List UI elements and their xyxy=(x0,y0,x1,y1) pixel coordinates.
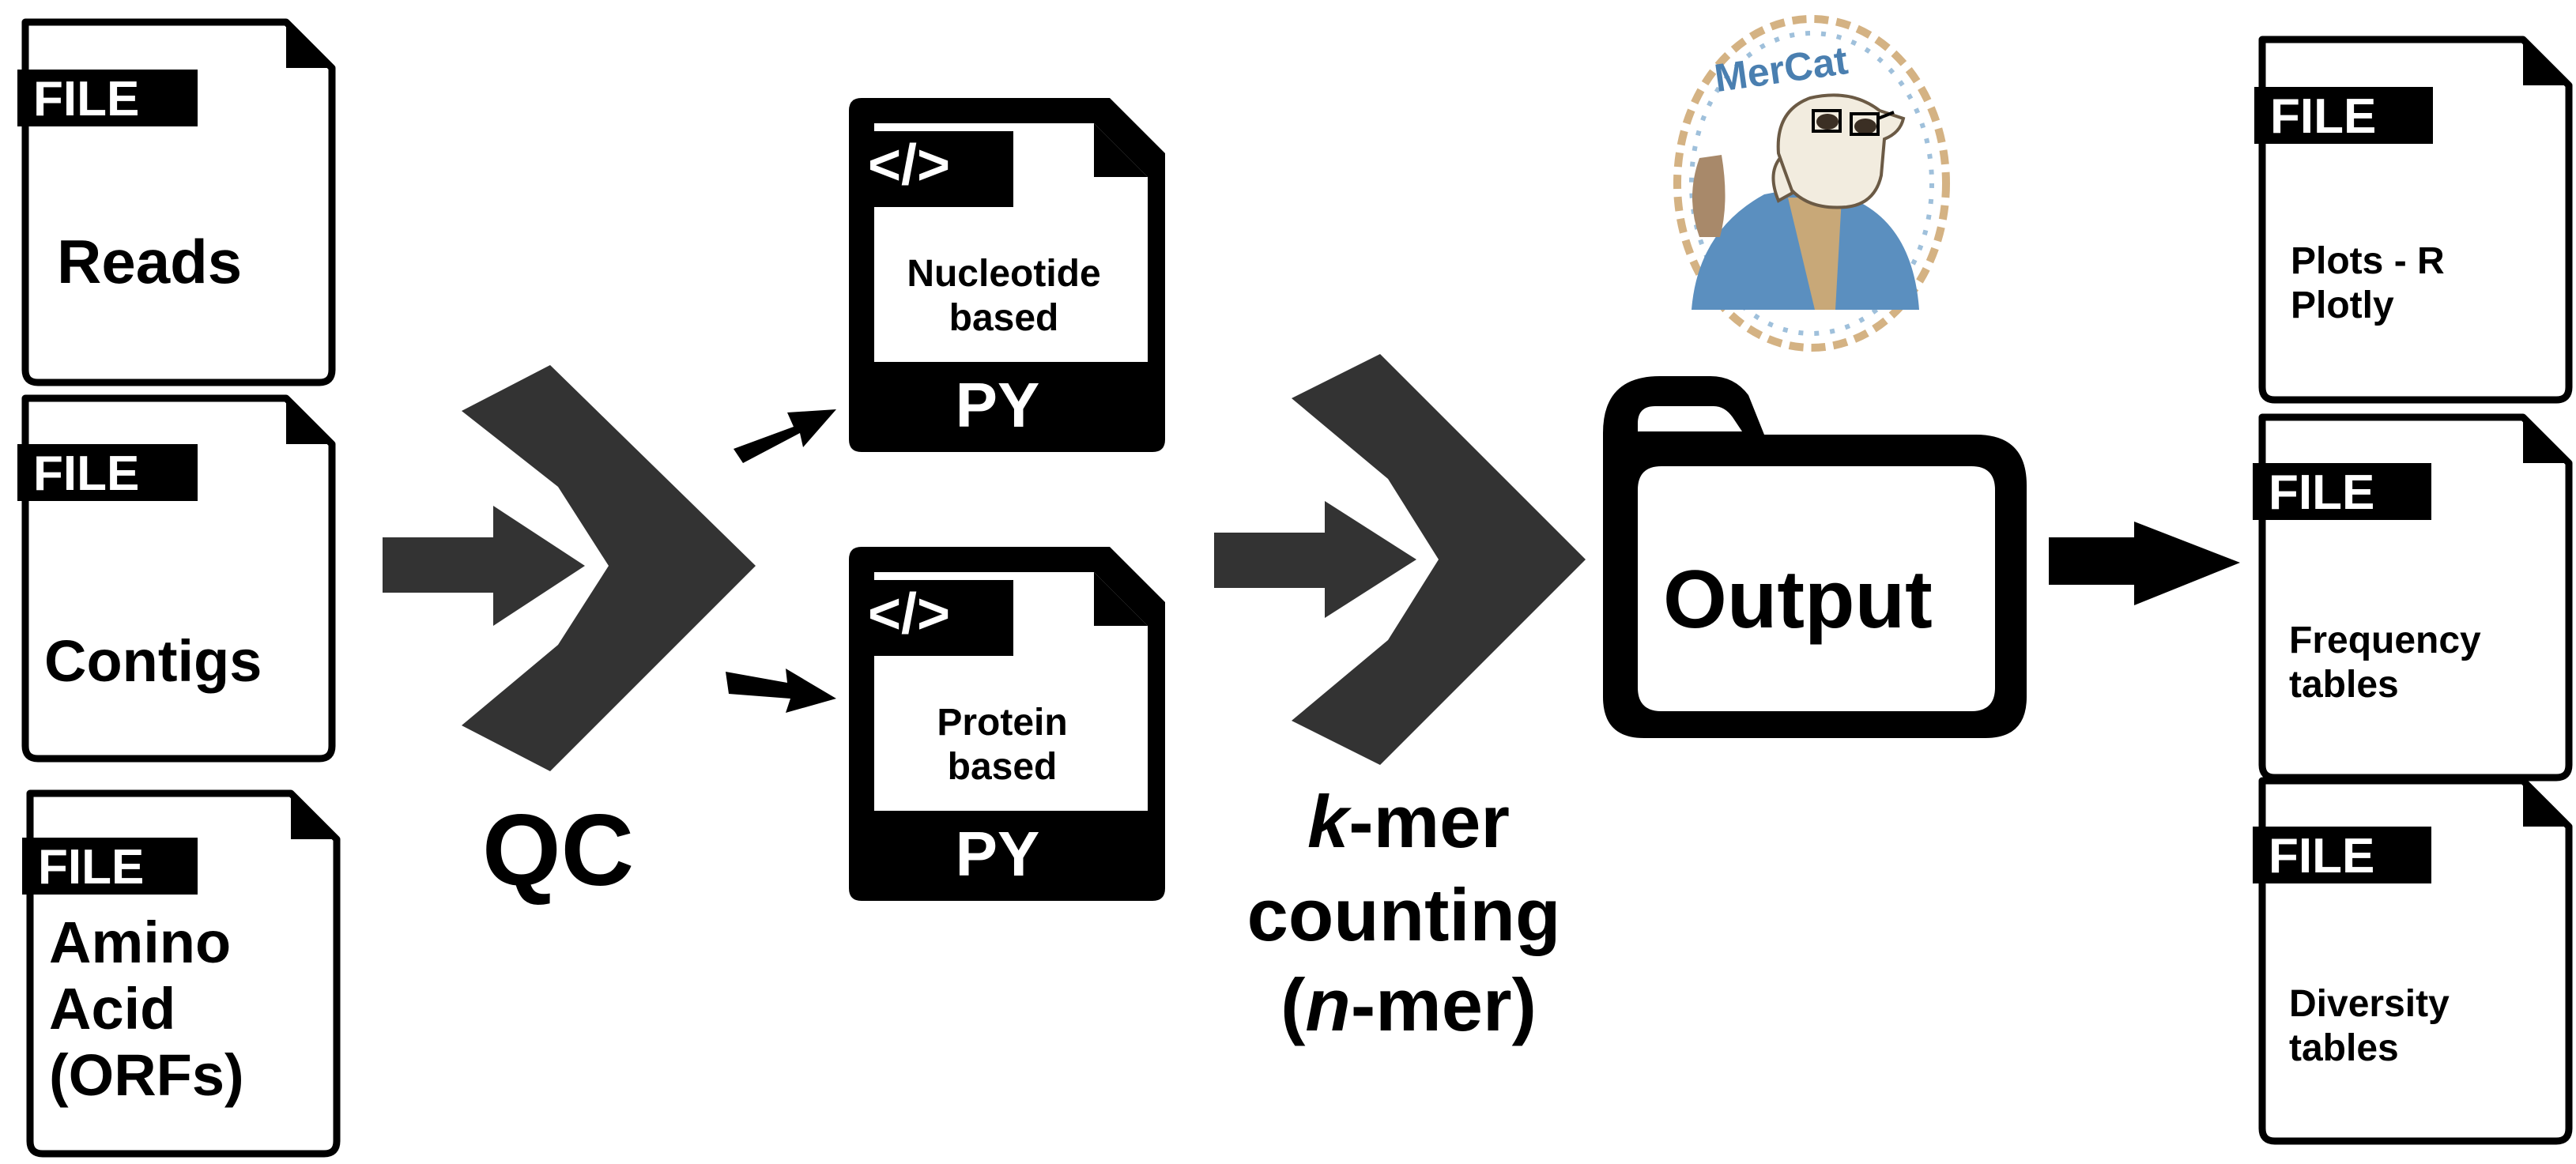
code-tag-icon: </> xyxy=(868,134,950,197)
file-tag-label: FILE xyxy=(2270,89,2376,144)
kmer-paren-open: ( xyxy=(1280,963,1306,1046)
file-tag-label: FILE xyxy=(2269,829,2374,883)
input-amino-label-line2: Acid xyxy=(49,976,175,1042)
script-nucleotide-ext: PY xyxy=(956,370,1040,440)
file-tag-badge xyxy=(22,838,198,895)
script-protein-label-line2: based xyxy=(948,746,1058,788)
arrow-to-nucleotide-icon xyxy=(734,409,836,463)
qc-chevron-icon xyxy=(462,365,756,771)
file-tag-badge xyxy=(17,70,198,126)
kmer-counting-step: k-mer counting (n-mer) xyxy=(1214,354,1586,1046)
kmer-k: k xyxy=(1307,780,1352,863)
arrow-to-protein-icon xyxy=(726,669,836,713)
output-label: Output xyxy=(1663,554,1933,646)
result-diversity-label-line2: tables xyxy=(2289,1027,2399,1069)
kmer-label-line2: counting xyxy=(1247,873,1561,956)
meerkat-mascot-icon xyxy=(1692,93,1919,310)
input-contigs-label: Contigs xyxy=(44,628,262,694)
folder-icon xyxy=(1603,376,2027,738)
result-frequency-label-line1: Frequency xyxy=(2289,620,2481,661)
kmer-label-line1: k-mer xyxy=(1307,780,1510,863)
script-nucleotide-label-line2: based xyxy=(949,297,1059,339)
kmer-mer: -mer xyxy=(1348,780,1510,863)
input-file-reads: FILE Reads xyxy=(17,22,332,382)
result-frequency-label-line2: tables xyxy=(2289,664,2399,706)
file-tag-label: FILE xyxy=(2269,465,2374,520)
result-file-diversity: FILE Diversity tables xyxy=(2253,781,2569,1141)
input-reads-label: Reads xyxy=(57,227,242,296)
result-plots-label-line2: Plotly xyxy=(2291,284,2394,326)
qc-label: QC xyxy=(482,794,634,907)
file-tag-badge xyxy=(17,444,198,501)
qc-arrow-icon xyxy=(383,506,585,626)
result-file-frequency: FILE Frequency tables xyxy=(2253,417,2569,778)
kmer-label-line3: (n-mer) xyxy=(1280,963,1537,1046)
kmer-arrow-icon xyxy=(1214,501,1416,618)
input-amino-label-line3: (ORFs) xyxy=(49,1042,244,1108)
result-file-plots: FILE Plots - R Plotly xyxy=(2254,40,2569,400)
file-tag-label: FILE xyxy=(38,840,144,895)
script-protein-ext: PY xyxy=(956,819,1040,889)
file-tag-label: FILE xyxy=(33,446,139,501)
input-amino-label-line1: Amino xyxy=(49,910,231,975)
file-tag-label: FILE xyxy=(33,72,139,126)
input-file-contigs: FILE Contigs xyxy=(17,398,332,759)
script-protein: </> Protein based PY xyxy=(849,547,1165,901)
code-tag-icon: </> xyxy=(868,582,950,646)
file-tag-badge xyxy=(2254,87,2433,144)
script-nucleotide-label-line1: Nucleotide xyxy=(907,253,1100,295)
kmer-chevron-icon xyxy=(1292,354,1586,765)
kmer-n: n xyxy=(1305,963,1350,1046)
kmer-paren-close: -mer) xyxy=(1351,963,1537,1046)
script-protein-label-line1: Protein xyxy=(937,702,1067,744)
file-tag-badge xyxy=(2253,827,2431,883)
script-nucleotide: </> Nucleotide based PY xyxy=(849,98,1165,452)
input-file-amino-acid: FILE Amino Acid (ORFs) xyxy=(22,793,337,1154)
result-diversity-label-line1: Diversity xyxy=(2289,983,2450,1025)
mercat-logo: MerCat xyxy=(1673,15,1950,352)
qc-step: QC xyxy=(383,365,756,907)
output-folder: Output xyxy=(1603,376,2027,738)
arrow-to-results-icon xyxy=(2049,522,2240,605)
result-plots-label-line1: Plots - R xyxy=(2291,240,2445,282)
file-tag-badge xyxy=(2253,463,2431,520)
